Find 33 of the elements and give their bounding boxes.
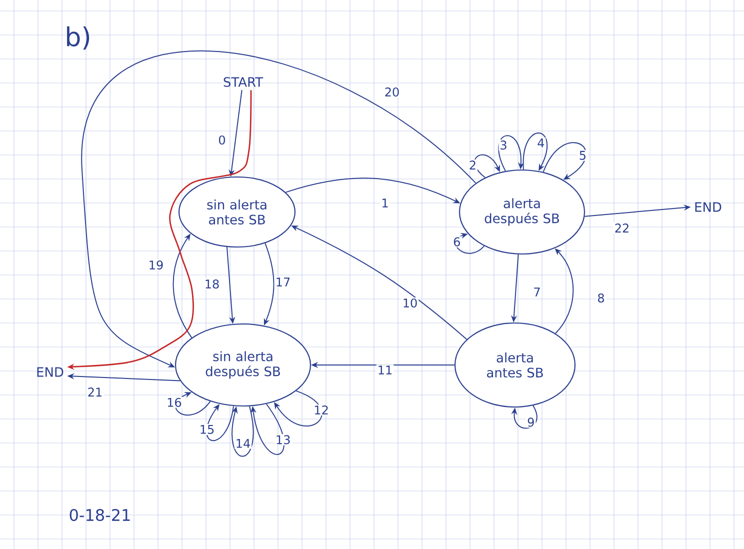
self-loop-arrow <box>175 392 211 416</box>
edge-label: 9 <box>526 416 536 428</box>
edge-label: 2 <box>468 160 478 170</box>
self-loop-arrow <box>511 405 538 429</box>
panel-label: b) <box>67 26 90 50</box>
edge-label: 7 <box>532 286 542 298</box>
edge-label: 15 <box>198 424 216 435</box>
edge-label: 11 <box>376 364 394 376</box>
edge-label: 4 <box>536 138 546 148</box>
edge-label: 6 <box>452 236 462 248</box>
self-loop-arrow <box>455 232 485 254</box>
edge-label: 21 <box>86 386 104 398</box>
edge-label: 22 <box>613 222 631 234</box>
self-loop-arrow <box>232 406 254 457</box>
edge-label: 12 <box>312 404 330 416</box>
path-note: 0-18-21 <box>70 508 130 522</box>
transition-arrow <box>82 51 476 368</box>
self-loop-arrow <box>474 154 500 178</box>
edge-label: 17 <box>274 276 292 288</box>
self-loop-arrow <box>274 390 322 427</box>
self-loop-arrow <box>250 404 284 455</box>
edge-label: 1 <box>380 198 390 208</box>
edge-label: 13 <box>274 434 292 446</box>
edge-label: 0 <box>217 134 227 146</box>
self-loop-arrow <box>542 142 586 180</box>
edge-label: 3 <box>498 140 508 151</box>
terminal-label: START <box>224 77 264 87</box>
edge-label: 14 <box>234 438 252 449</box>
terminal-label: END <box>37 367 64 377</box>
edge-label: 8 <box>596 292 606 304</box>
edge-label: 16 <box>166 396 183 408</box>
terminal-label: END <box>695 202 722 212</box>
self-loop-arrow <box>498 135 524 172</box>
